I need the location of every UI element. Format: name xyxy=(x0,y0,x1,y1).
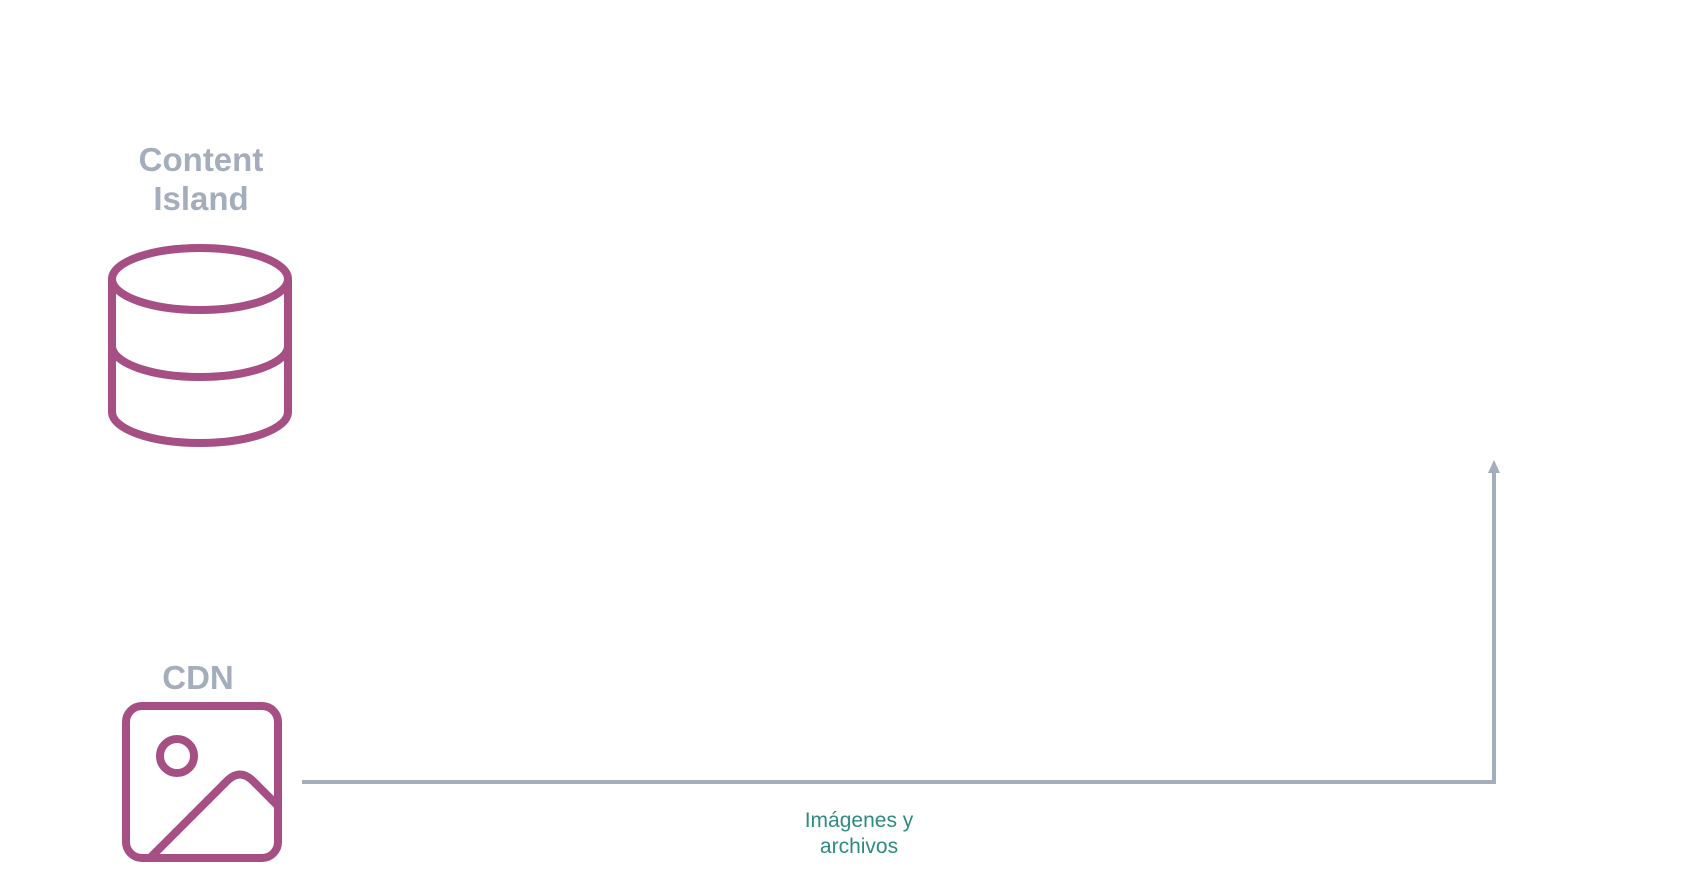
image-icon xyxy=(122,702,282,862)
connector-arrow xyxy=(302,460,1500,784)
edge-label-images-files: Imágenes y archivos xyxy=(804,809,914,858)
content-island-title: Content Island xyxy=(138,141,264,217)
cdn-title: CDN xyxy=(162,659,234,696)
database-icon xyxy=(108,244,292,447)
